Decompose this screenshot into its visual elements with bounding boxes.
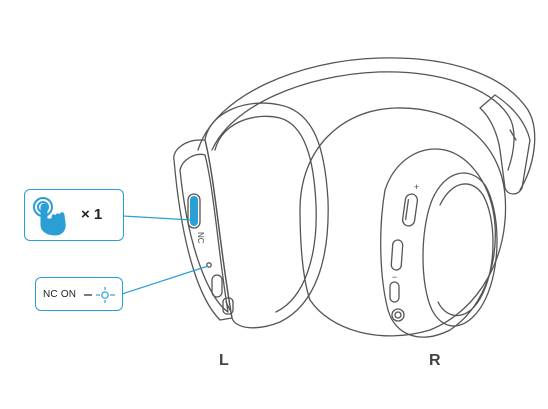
right-cushion — [299, 107, 507, 337]
leader-line-tap — [122, 215, 193, 221]
left-usb-port — [222, 297, 234, 315]
left-earcup-shell — [173, 139, 233, 321]
indicator-callout: NC ON — [35, 277, 123, 311]
left-cushion — [204, 102, 329, 329]
right-volume-down-button — [389, 281, 400, 303]
right-earcup-face — [422, 172, 498, 327]
nc-button-outline — [187, 193, 201, 229]
tap-count-label: × 1 — [81, 206, 103, 223]
volume-plus-mark: + — [414, 182, 419, 192]
right-volume-up-button — [401, 193, 419, 227]
volume-minus-mark: − — [392, 272, 397, 282]
tap-callout: × 1 — [24, 189, 124, 241]
left-earcup-panel — [179, 153, 229, 313]
headband-hinge — [479, 94, 531, 195]
nc-on-label: NC ON — [43, 289, 77, 300]
headband — [197, 57, 536, 191]
right-earcup-shell — [380, 148, 496, 338]
leader-line-indicator — [121, 265, 209, 295]
left-power-button — [211, 274, 223, 298]
finger-tap-icon — [33, 197, 66, 236]
right-play-button — [390, 239, 404, 271]
right-side-label: R — [429, 352, 441, 369]
right-port — [391, 308, 405, 322]
led-blink-icon — [84, 287, 115, 303]
left-led — [206, 262, 212, 268]
nc-button-highlight — [190, 196, 198, 226]
left-side-label: L — [219, 352, 229, 369]
nc-button-label: NC — [196, 232, 205, 244]
headband-inner — [211, 71, 515, 171]
